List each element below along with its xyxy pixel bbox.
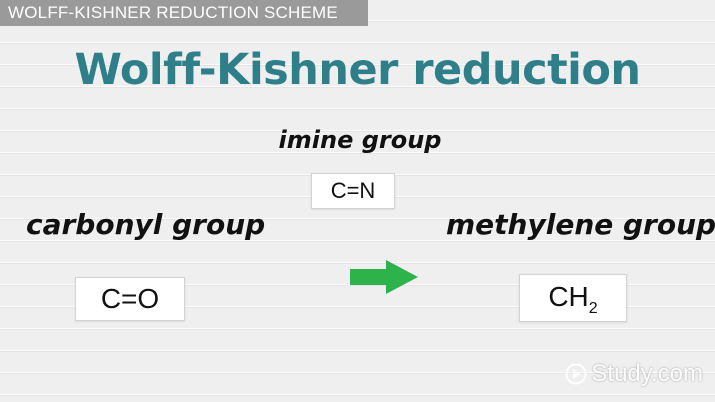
study-com-watermark: Study.com (565, 360, 703, 388)
carbonyl-formula-box: C=O (75, 277, 185, 321)
header-title: WOLFF-KISHNER REDUCTION SCHEME (8, 3, 338, 22)
right-arrow-icon (350, 260, 418, 294)
carbonyl-formula: C=O (100, 283, 160, 314)
methylene-formula-main: CH (548, 281, 589, 312)
imine-formula-box: C=N (311, 173, 395, 209)
carbonyl-group-label: carbonyl group (26, 208, 266, 241)
slide-title: Wolff-Kishner reduction (74, 45, 641, 95)
play-circle-icon (565, 363, 587, 385)
methylene-formula-box: CH2 (519, 274, 627, 322)
imine-group-label: imine group (278, 126, 442, 154)
methylene-formula-subscript: 2 (588, 300, 598, 317)
watermark-text: Study.com (591, 360, 703, 387)
methylene-group-label: methylene group (446, 208, 715, 241)
header-bar: WOLFF-KISHNER REDUCTION SCHEME (0, 0, 368, 26)
imine-formula: C=N (330, 178, 376, 203)
